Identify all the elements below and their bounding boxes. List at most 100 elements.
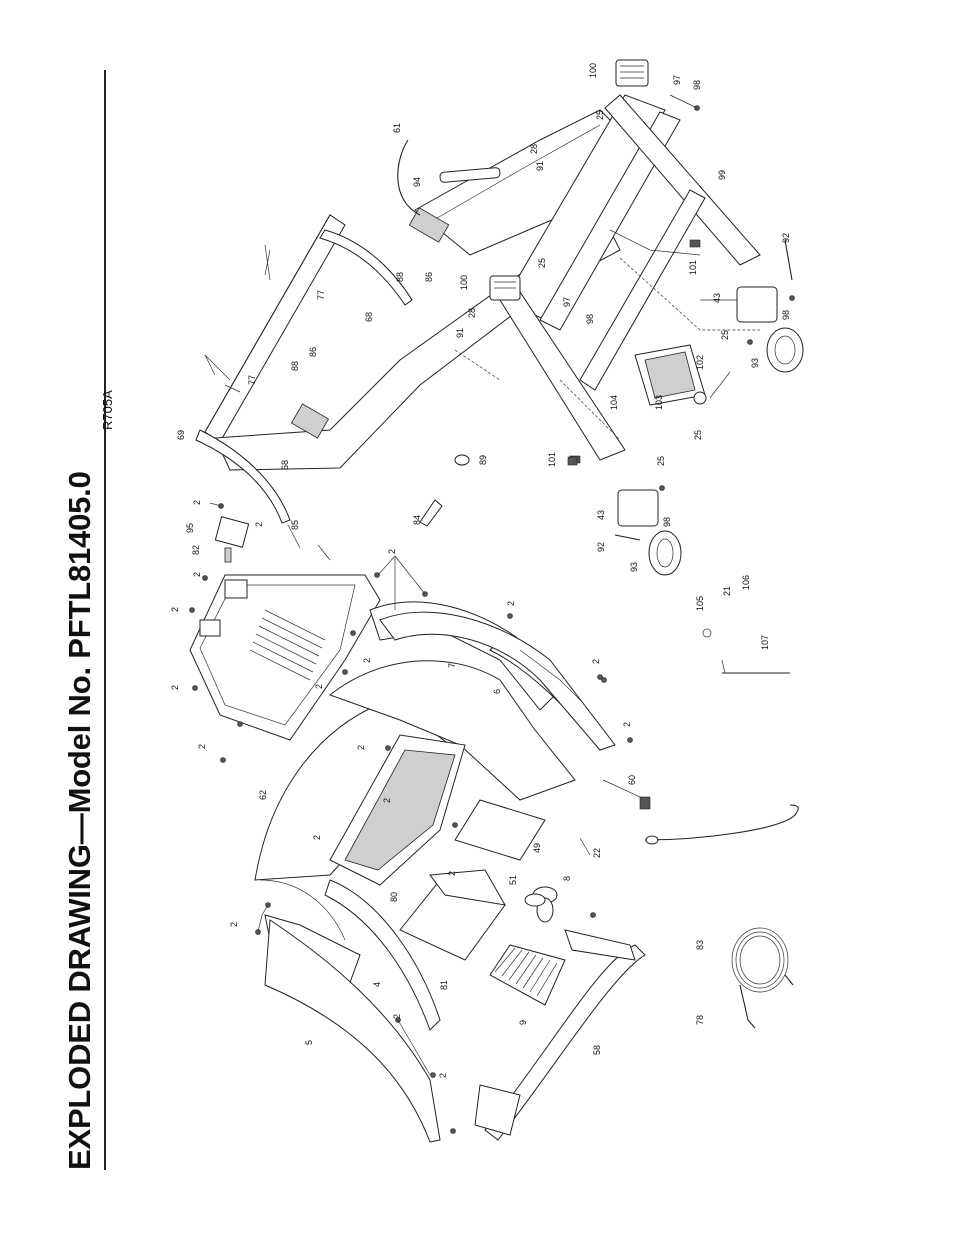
- foot-rail: [474, 929, 646, 1141]
- label-88: 88: [290, 361, 300, 371]
- right-hood: [379, 611, 616, 751]
- label-28: 28: [467, 308, 477, 318]
- label-58: 58: [592, 1045, 602, 1055]
- label-2: 2: [197, 744, 207, 749]
- label-106: 106: [741, 575, 751, 590]
- label-92: 92: [596, 542, 606, 552]
- label-25: 25: [537, 258, 547, 268]
- leader-lines: [209, 94, 737, 1076]
- label-43: 43: [596, 510, 606, 520]
- label-25: 25: [693, 430, 703, 440]
- label-88: 88: [395, 272, 405, 282]
- label-2: 2: [622, 722, 632, 727]
- motor-assembly: [634, 344, 731, 406]
- label-49: 49: [532, 843, 542, 853]
- rear-foot-assembly: [614, 239, 804, 576]
- label-5: 5: [304, 1040, 314, 1045]
- label-2: 2: [438, 1073, 448, 1078]
- label-97: 97: [562, 297, 572, 307]
- label-2: 2: [591, 659, 601, 664]
- label-25: 25: [720, 330, 730, 340]
- label-99: 99: [717, 170, 727, 180]
- label-69: 69: [176, 430, 186, 440]
- console-shroud: [254, 601, 611, 886]
- label-68: 68: [364, 312, 374, 322]
- label-6: 6: [492, 689, 502, 694]
- label-68: 68: [280, 460, 290, 470]
- label-100: 100: [588, 63, 598, 78]
- label-4: 4: [372, 982, 382, 987]
- label-82: 82: [191, 545, 201, 555]
- front-panels: [399, 799, 566, 1006]
- label-2: 2: [356, 745, 366, 750]
- label-89: 89: [478, 455, 488, 465]
- power-cord: [731, 927, 794, 1029]
- label-103: 103: [654, 395, 664, 410]
- label-81: 81: [439, 980, 449, 990]
- label-98: 98: [585, 314, 595, 324]
- label-95: 95: [185, 523, 195, 533]
- label-94: 94: [412, 177, 422, 187]
- label-2: 2: [192, 572, 202, 577]
- label-101: 101: [688, 260, 698, 275]
- label-8: 8: [562, 876, 572, 881]
- label-2: 2: [229, 922, 239, 927]
- label-9: 9: [518, 1020, 528, 1025]
- small-parts: [419, 454, 790, 674]
- label-2: 2: [387, 549, 397, 554]
- label-21: 21: [722, 586, 732, 596]
- label-104: 104: [609, 395, 619, 410]
- label-102: 102: [695, 355, 705, 370]
- label-93: 93: [750, 358, 760, 368]
- label-84: 84: [412, 515, 422, 525]
- label-2: 2: [506, 601, 516, 606]
- lift-cable: [397, 139, 501, 216]
- label-2: 2: [170, 685, 180, 690]
- label-51: 51: [508, 875, 518, 885]
- label-25: 25: [595, 110, 605, 120]
- label-98: 98: [662, 517, 672, 527]
- label-2: 2: [362, 658, 372, 663]
- label-25: 25: [656, 456, 666, 466]
- label-101: 101: [547, 452, 557, 467]
- label-7: 7: [447, 663, 457, 668]
- label-97: 97: [672, 75, 682, 85]
- label-2: 2: [170, 607, 180, 612]
- label-2: 2: [382, 798, 392, 803]
- label-2: 2: [447, 871, 457, 876]
- label-91: 91: [455, 328, 465, 338]
- label-100: 100: [459, 275, 469, 290]
- label-2: 2: [192, 500, 202, 505]
- label-2: 2: [254, 522, 264, 527]
- label-93: 93: [629, 562, 639, 572]
- label-2: 2: [392, 1014, 402, 1019]
- end-caps: [489, 59, 649, 466]
- label-2: 2: [312, 835, 322, 840]
- fan: [524, 886, 558, 923]
- label-28: 28: [529, 144, 539, 154]
- label-43: 43: [712, 293, 722, 303]
- screw-markers: [189, 105, 795, 1134]
- left-hood: [259, 879, 441, 1143]
- label-86: 86: [308, 347, 318, 357]
- label-91: 91: [535, 161, 545, 171]
- label-98: 98: [692, 80, 702, 90]
- label-85: 85: [290, 520, 300, 530]
- label-60: 60: [627, 775, 637, 785]
- label-78: 78: [695, 1015, 705, 1025]
- label-62: 62: [258, 790, 268, 800]
- label-98: 98: [781, 310, 791, 320]
- label-22: 22: [592, 848, 602, 858]
- part-number-labels: 2 2 2 2 2 2 2 2 2 2 2 2 2 2 2 2 2 2 2 4 …: [170, 63, 791, 1078]
- safety-key: [639, 796, 799, 845]
- label-107: 107: [760, 635, 770, 650]
- label-83: 83: [695, 940, 705, 950]
- label-92: 92: [781, 233, 791, 243]
- label-86: 86: [424, 272, 434, 282]
- base-frame: [454, 94, 761, 464]
- label-61: 61: [392, 123, 402, 133]
- label-80: 80: [389, 892, 399, 902]
- label-77: 77: [247, 375, 257, 385]
